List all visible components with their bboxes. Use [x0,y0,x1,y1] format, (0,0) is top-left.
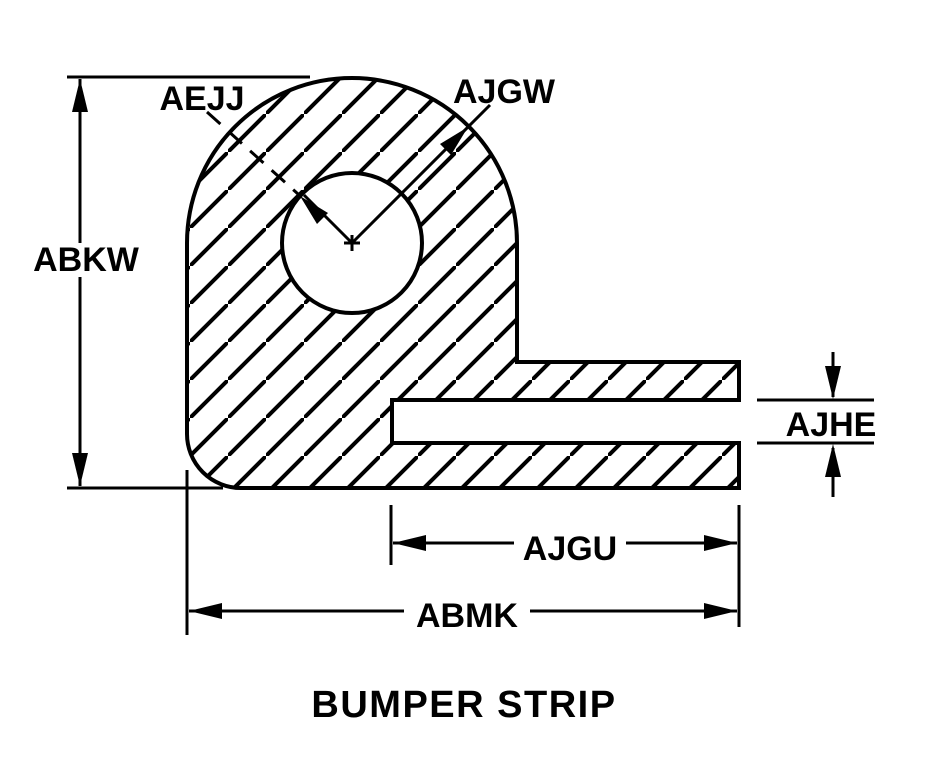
label-overall-height: ABKW [33,241,140,279]
label-overall-width: ABMK [416,597,518,635]
ajgu-arrowhead-left [393,535,426,551]
ajgu-label-backing [514,527,626,560]
label-hole-radius: AEJJ [159,80,244,118]
bumper-strip-profile [185,76,741,490]
ajgw-arrowhead [440,127,468,155]
abkw-label-backing [28,243,144,277]
figure-title: BUMPER STRIP [311,684,616,726]
aejj-arrowhead [300,196,328,224]
label-slot-opening: AJHE [786,406,877,444]
abmk-arrowhead-left [189,603,222,619]
abkw-arrowhead-up [72,79,88,112]
ajhe-arrowhead-up [825,444,841,477]
abmk-label-backing [404,595,530,630]
abmk-arrowhead-right [704,603,737,619]
aejj-radius-line [302,193,354,245]
ajhe-arrowhead-down [825,366,841,399]
aejj-dashed-leader [205,110,300,196]
abkw-arrowhead-down [72,453,88,486]
label-slot-depth: AJGU [523,530,617,568]
ajgu-arrowhead-right [704,535,737,551]
label-corner-radius: AJGW [453,73,556,111]
